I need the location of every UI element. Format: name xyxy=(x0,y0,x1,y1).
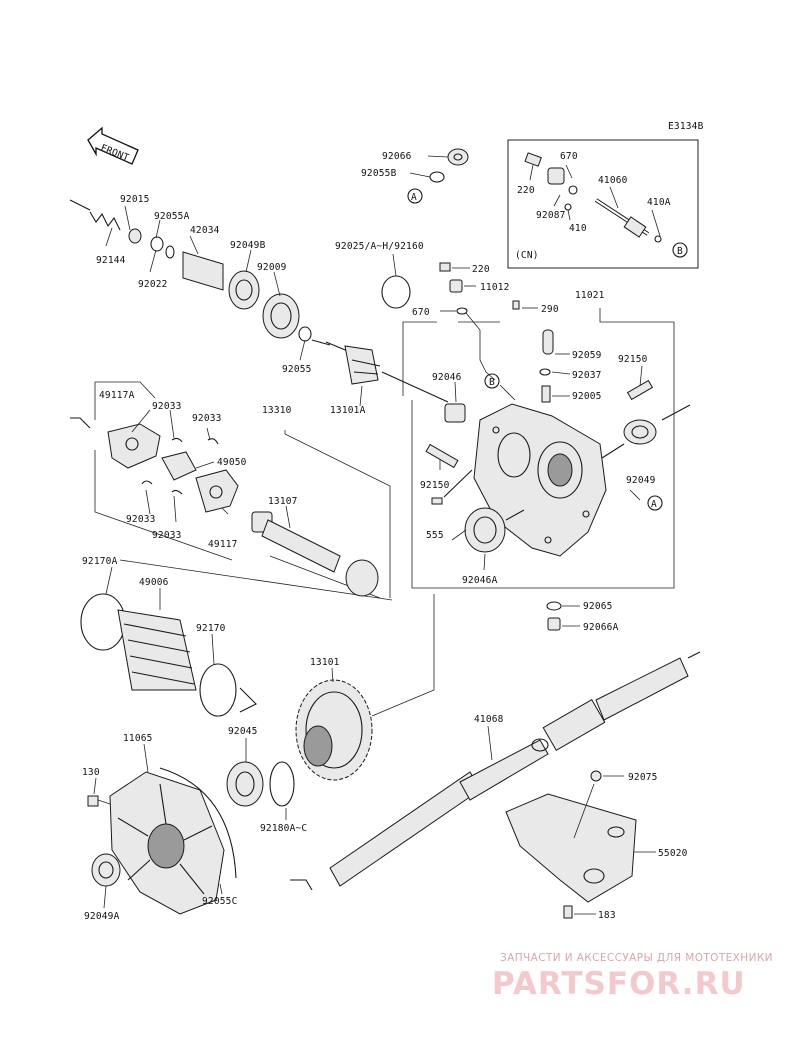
part-92049: 92049 xyxy=(626,475,656,486)
cn-inset-box: (CN) B xyxy=(507,139,699,269)
part-41068: 41068 xyxy=(474,714,504,725)
part-92022: 92022 xyxy=(138,279,168,290)
ref-a-top: A xyxy=(411,192,417,203)
part-92066: 92066 xyxy=(382,151,412,162)
part-92009: 92009 xyxy=(257,262,287,273)
part-92045: 92045 xyxy=(228,726,258,737)
ref-b-inset: B xyxy=(677,246,683,257)
part-92055: 92055 xyxy=(282,364,312,375)
part-92065: 92065 xyxy=(583,601,613,612)
part-220: 220 xyxy=(472,264,490,275)
part-92033-bottom-left: 92033 xyxy=(126,514,156,525)
pinion-gear-group xyxy=(325,253,449,407)
part-49006: 49006 xyxy=(139,577,169,588)
part-92075: 92075 xyxy=(628,772,658,783)
cn-part-92087: 92087 xyxy=(536,210,566,221)
part-92170A: 92170A xyxy=(82,556,118,567)
cn-part-41060: 41060 xyxy=(598,175,628,186)
part-92055C: 92055C xyxy=(202,896,238,907)
part-11065: 11065 xyxy=(123,733,153,744)
drive-shaft xyxy=(290,651,701,891)
input-shaft-group xyxy=(69,199,331,361)
part-130: 130 xyxy=(82,767,100,778)
cn-label: (CN) xyxy=(515,250,539,261)
part-92015: 92015 xyxy=(120,194,150,205)
part-92055B: 92055B xyxy=(361,168,397,179)
site-watermark: ЗАПЧАСТИ И АКСЕССУАРЫ ДЛЯ МОТОТЕХНИКИ PA… xyxy=(492,952,773,1002)
cn-part-220: 220 xyxy=(517,185,535,196)
part-92033-top-left: 92033 xyxy=(152,401,182,412)
ref-a-right: A xyxy=(651,499,657,510)
part-92055A: 92055A xyxy=(154,211,190,222)
part-42034: 42034 xyxy=(190,225,220,236)
part-92170: 92170 xyxy=(196,623,226,634)
part-92059: 92059 xyxy=(572,350,602,361)
part-92046A: 92046A xyxy=(462,575,498,586)
part-55020: 55020 xyxy=(658,848,688,859)
watermark-brand: PARTSFOR.RU xyxy=(492,966,746,1002)
front-arrow-icon: FRONT xyxy=(87,126,139,165)
gear-cover xyxy=(87,743,237,915)
part-13101A: 13101A xyxy=(330,405,366,416)
part-13310: 13310 xyxy=(262,405,292,416)
part-92150-left: 92150 xyxy=(420,480,450,491)
part-92037: 92037 xyxy=(572,370,602,381)
part-290: 290 xyxy=(541,304,559,315)
part-11012: 11012 xyxy=(480,282,510,293)
part-92033-bottom-right: 92033 xyxy=(152,530,182,541)
part-92144: 92144 xyxy=(96,255,126,266)
part-49050: 49050 xyxy=(217,457,247,468)
part-13101: 13101 xyxy=(310,657,340,668)
gear-case-housing xyxy=(425,329,691,571)
part-13107: 13107 xyxy=(268,496,298,507)
part-670: 670 xyxy=(412,307,430,318)
watermark-tagline: ЗАПЧАСТИ И АКСЕССУАРЫ ДЛЯ МОТОТЕХНИКИ xyxy=(500,952,773,964)
part-92049A: 92049A xyxy=(84,911,120,922)
ref-b-mid: B xyxy=(489,377,495,388)
universal-joint-frame xyxy=(70,381,393,601)
cn-part-410A: 410A xyxy=(647,197,671,208)
part-92066A: 92066A xyxy=(583,622,619,633)
part-555: 555 xyxy=(426,530,444,541)
part-183: 183 xyxy=(598,910,616,921)
part-11021: 11021 xyxy=(575,290,605,301)
part-92180: 92180A~C xyxy=(260,823,307,834)
boot-group xyxy=(80,566,257,717)
cn-part-670: 670 xyxy=(560,151,578,162)
part-92025: 92025/A~H/92160 xyxy=(335,241,424,252)
part-92150-right: 92150 xyxy=(618,354,648,365)
part-92049B: 92049B xyxy=(230,240,266,251)
part-49117: 49117 xyxy=(208,539,238,550)
part-49117A: 49117A xyxy=(99,390,135,401)
cn-part-410: 410 xyxy=(569,223,587,234)
diagram-code: E3134B xyxy=(668,121,704,132)
part-92046: 92046 xyxy=(432,372,462,383)
part-92033-top-right: 92033 xyxy=(192,413,222,424)
ring-gear xyxy=(295,594,435,781)
bracket xyxy=(505,770,656,919)
part-92005: 92005 xyxy=(572,391,602,402)
